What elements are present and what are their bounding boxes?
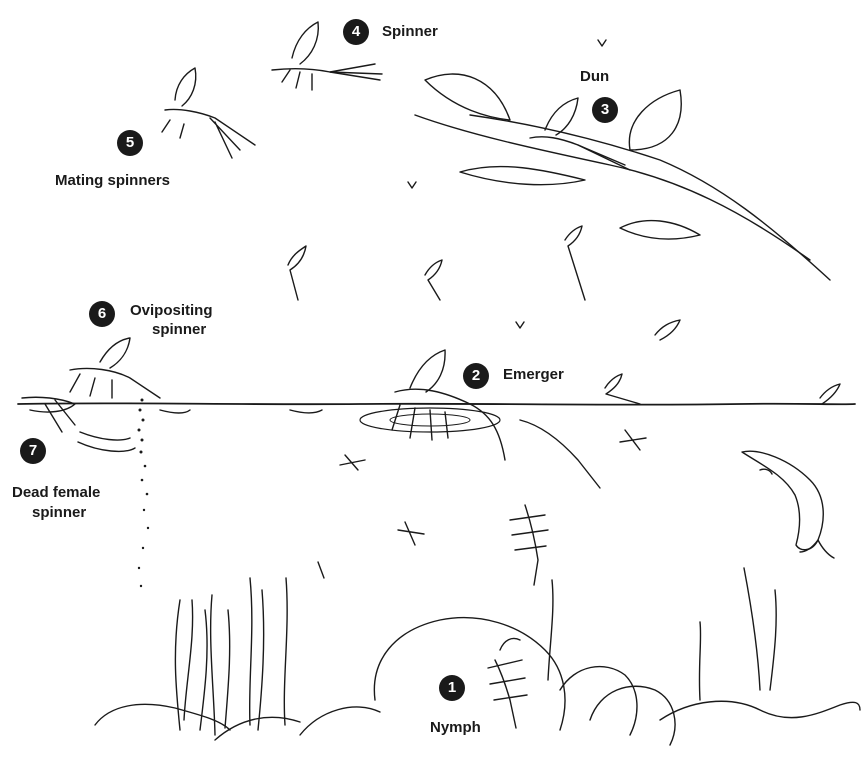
weed	[744, 568, 776, 690]
small-mayflies	[288, 226, 840, 488]
stage-badge-1: 1	[439, 675, 465, 701]
ripple	[80, 432, 130, 440]
weed	[175, 600, 207, 730]
rock	[300, 707, 380, 735]
weed	[548, 580, 553, 680]
weed	[699, 622, 700, 700]
ripple	[290, 410, 322, 413]
stage-badge-2: 2	[463, 363, 489, 389]
rock	[560, 667, 637, 735]
stage-label-dead-female-spinner: spinner	[32, 504, 86, 522]
stage-label-dead-female: Dead female	[12, 484, 100, 502]
stage-label-ovipositing-spinner: spinner	[152, 321, 206, 339]
stage-badge-5: 5	[117, 130, 143, 156]
nymph-insect	[488, 638, 527, 728]
stage-label-nymph: Nymph	[430, 719, 481, 737]
stage-label-mating-spinners: Mating spinners	[55, 172, 170, 190]
ovipositing-spinner-insect	[70, 338, 160, 398]
ripple	[160, 410, 190, 413]
branch	[415, 115, 810, 260]
weed	[250, 578, 264, 730]
stage-label-spinner: Spinner	[382, 23, 438, 41]
dead-female-spinner-insect	[22, 397, 75, 432]
stage-label-ovipositing: Ovipositing	[130, 302, 213, 320]
sky-specks	[408, 40, 606, 328]
emerger-insect	[392, 350, 505, 460]
branch	[470, 115, 830, 280]
stage-badge-4: 4	[343, 19, 369, 45]
leaf	[460, 167, 585, 185]
stage-badge-3: 3	[592, 97, 618, 123]
leaf	[620, 221, 700, 239]
mating-spinners-insect	[162, 68, 255, 158]
egg-trail	[138, 399, 150, 588]
leaf	[629, 90, 681, 150]
stage-label-emerger: Emerger	[503, 366, 564, 384]
weed	[284, 578, 287, 725]
stage-badge-7: 7	[20, 438, 46, 464]
rock	[660, 701, 860, 720]
swimming-nymphs	[318, 430, 646, 585]
rock	[95, 704, 230, 730]
stage-label-dun: Dun	[580, 68, 609, 86]
rock	[590, 686, 675, 745]
stage-badge-6: 6	[89, 301, 115, 327]
trout	[742, 451, 834, 558]
weed	[211, 595, 230, 735]
ripple	[78, 442, 135, 451]
water-surface-line	[18, 403, 855, 404]
rock-large	[374, 618, 565, 730]
leaf	[425, 74, 510, 120]
